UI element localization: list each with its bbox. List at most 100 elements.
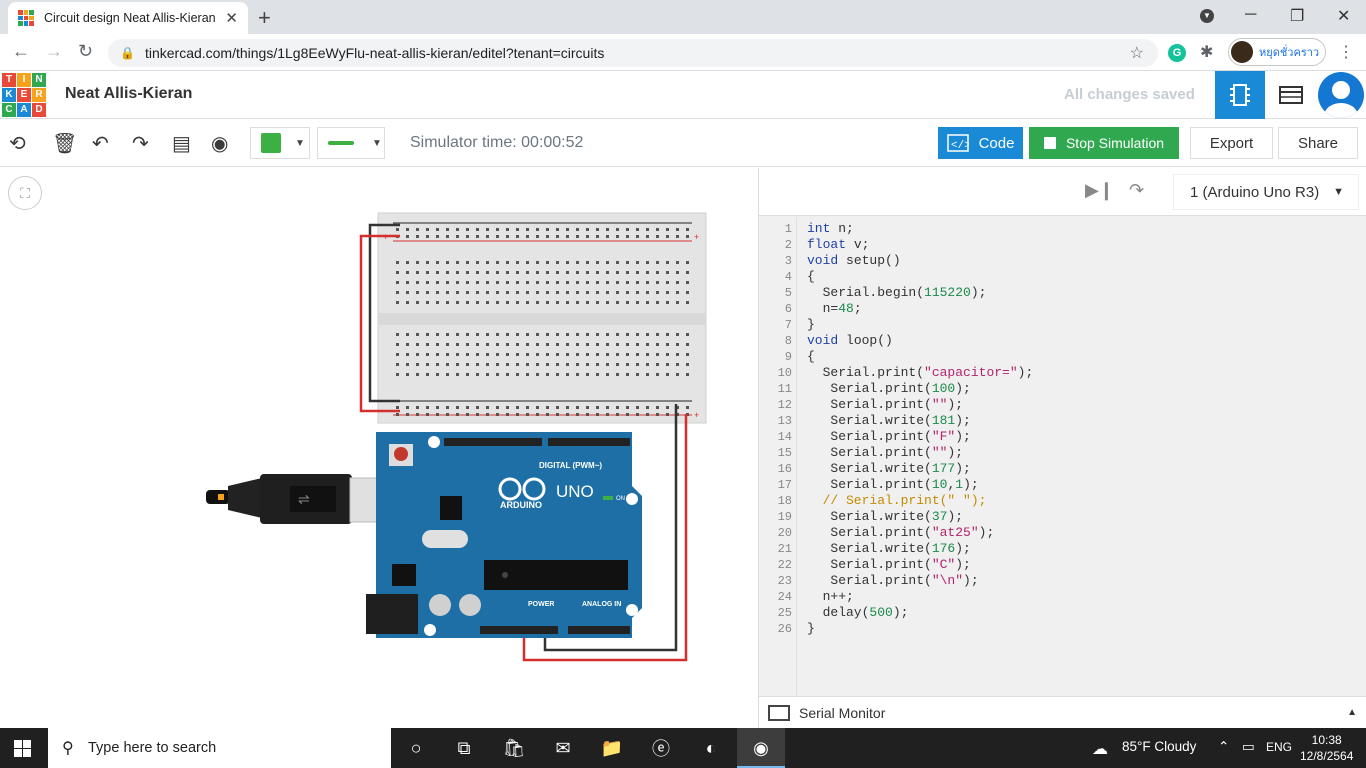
taskbar-search[interactable]: ⚲ Type here to search (48, 728, 391, 768)
user-icon (1324, 81, 1358, 118)
tray-chevron-up-icon[interactable]: ⌃ (1218, 739, 1230, 754)
code-line[interactable]: Serial.print(100); (807, 381, 971, 396)
power-label: POWER (528, 601, 554, 608)
mail-icon[interactable]: ✉ (555, 737, 571, 758)
circuit-canvas[interactable]: ⛶ + + + ⇌ (0, 168, 758, 728)
logo-letter: E (17, 88, 31, 102)
language-indicator[interactable]: ENG (1266, 740, 1293, 754)
address-bar[interactable]: 🔒 tinkercad.com/things/1Lg8EeWyFlu-neat-… (108, 39, 1158, 67)
power-wire-left[interactable] (359, 234, 400, 413)
clock-time: 10:38 (1311, 733, 1342, 747)
store-icon[interactable]: 🛍 (502, 737, 526, 758)
code-line[interactable]: } (807, 621, 815, 636)
redo-icon[interactable]: ↷ (132, 133, 149, 155)
code-line[interactable]: int n; (807, 221, 854, 236)
profile-button[interactable]: หยุดชั่วคราว (1228, 38, 1326, 66)
browser-menu-icon[interactable]: ⋮ (1338, 44, 1354, 61)
restart-icon[interactable]: ↷ (1129, 180, 1145, 200)
device-select[interactable]: 1 (Arduino Uno R3) ▼ (1173, 174, 1359, 210)
code-line[interactable]: delay(500); (807, 605, 909, 620)
task-view-icon[interactable]: ⧉ (457, 737, 471, 758)
code-line[interactable]: Serial.print("\n"); (807, 573, 979, 588)
reload-icon[interactable]: ↻ (78, 41, 94, 61)
code-line[interactable]: Serial.print("C"); (807, 557, 971, 572)
user-avatar[interactable] (1318, 72, 1364, 118)
weather-text[interactable]: 85°F Cloudy (1122, 739, 1197, 754)
code-line[interactable]: // Serial.print(" "); (807, 493, 987, 508)
share-button[interactable]: Share (1278, 127, 1358, 159)
code-line[interactable]: Serial.write(181); (807, 413, 971, 428)
cortana-icon[interactable]: ○ (410, 737, 422, 758)
code-line[interactable]: Serial.print(""); (807, 445, 964, 460)
windows-start-icon[interactable] (14, 740, 31, 757)
export-button[interactable]: Export (1190, 127, 1273, 159)
arduino-uno-board[interactable]: UNO ARDUINO DIGITAL (PWM~) POWER ANALOG … (366, 432, 642, 638)
code-line[interactable]: Serial.write(176); (807, 541, 971, 556)
undo-icon[interactable]: ↶ (92, 133, 109, 155)
serial-monitor-bar[interactable]: Serial Monitor ▲ (759, 696, 1366, 728)
edge-icon[interactable]: ◐ (705, 737, 717, 758)
code-line[interactable]: n=48; (807, 301, 862, 316)
wire-type-picker[interactable]: ▼ (317, 127, 385, 159)
back-icon[interactable]: ← (12, 41, 30, 61)
chevron-up-icon[interactable]: ▲ (1347, 707, 1357, 718)
power-wire-right[interactable] (522, 414, 688, 662)
save-status: All changes saved (1064, 86, 1195, 103)
code-line[interactable]: { (807, 269, 815, 284)
code-line[interactable]: Serial.write(177); (807, 461, 971, 476)
forward-icon[interactable]: → (45, 41, 63, 61)
fit-view-icon[interactable]: ⛶ (8, 176, 42, 210)
internet-explorer-icon[interactable]: ⓔ (652, 739, 670, 759)
extensions-puzzle-icon[interactable]: ✱ (1200, 44, 1214, 61)
search-icon: ⚲ (62, 740, 74, 757)
new-tab-icon[interactable]: + (258, 5, 271, 30)
code-text[interactable]: int n;float v;void setup(){ Serial.begin… (807, 221, 1033, 637)
chrome-taskbar-button[interactable]: ◉ (737, 728, 785, 768)
close-tab-icon[interactable]: ✕ (225, 10, 238, 27)
minimize-icon[interactable]: ─ (1245, 6, 1257, 23)
ground-wire-right[interactable] (543, 404, 678, 652)
code-line[interactable]: } (807, 317, 815, 332)
grammarly-extension-icon[interactable]: G (1168, 44, 1186, 62)
project-name[interactable]: Neat Allis-Kieran (65, 85, 193, 102)
visibility-icon[interactable]: ◉ (211, 133, 229, 155)
wire-style-icon (328, 141, 354, 145)
rotate-icon[interactable]: ⟲ (9, 133, 26, 155)
step-forward-icon[interactable]: ▶❙ (1085, 180, 1114, 200)
code-line[interactable]: Serial.print("at25"); (807, 525, 995, 540)
code-line[interactable]: Serial.print(10,1); (807, 477, 979, 492)
stop-simulation-button[interactable]: Stop Simulation (1029, 127, 1179, 159)
browser-tab[interactable]: Circuit design Neat Allis-Kieran | ✕ (8, 2, 248, 34)
code-line[interactable]: void setup() (807, 253, 901, 268)
breadboard[interactable]: + + + (377, 212, 707, 424)
tab-search-icon[interactable]: ▼ (1200, 9, 1214, 23)
component-list-button[interactable] (1266, 71, 1316, 119)
code-line[interactable]: float v; (807, 237, 870, 252)
code-line[interactable]: void loop() (807, 333, 893, 348)
code-line[interactable]: { (807, 349, 815, 364)
code-line[interactable]: Serial.print("F"); (807, 429, 971, 444)
code-line[interactable]: Serial.write(37); (807, 509, 964, 524)
line-number: 2 (784, 238, 792, 252)
code-button[interactable]: </> Code (938, 127, 1023, 159)
bookmark-star-icon[interactable]: ☆ (1129, 45, 1144, 62)
ground-wire-left[interactable] (368, 223, 400, 403)
code-line[interactable]: Serial.print("capacitor="); (807, 365, 1034, 380)
battery-icon[interactable]: ▭ (1242, 739, 1255, 754)
color-picker[interactable]: ▼ (250, 127, 310, 159)
code-line[interactable]: Serial.begin(115220); (807, 285, 987, 300)
circuit-view-button[interactable] (1215, 71, 1265, 119)
code-line[interactable]: n++; (807, 589, 854, 604)
line-number: 3 (784, 254, 792, 268)
close-window-icon[interactable]: ✕ (1337, 8, 1351, 25)
restore-icon[interactable]: ❐ (1290, 8, 1305, 25)
clock[interactable]: 10:38 12/8/2564 (1300, 732, 1353, 764)
notes-icon[interactable]: ▤ (172, 133, 191, 155)
tab-title: Circuit design Neat Allis-Kieran | (44, 11, 220, 25)
code-line[interactable]: Serial.print(""); (807, 397, 964, 412)
delete-icon[interactable]: 🗑 (52, 133, 78, 155)
file-explorer-icon[interactable]: 📁 (600, 737, 624, 758)
